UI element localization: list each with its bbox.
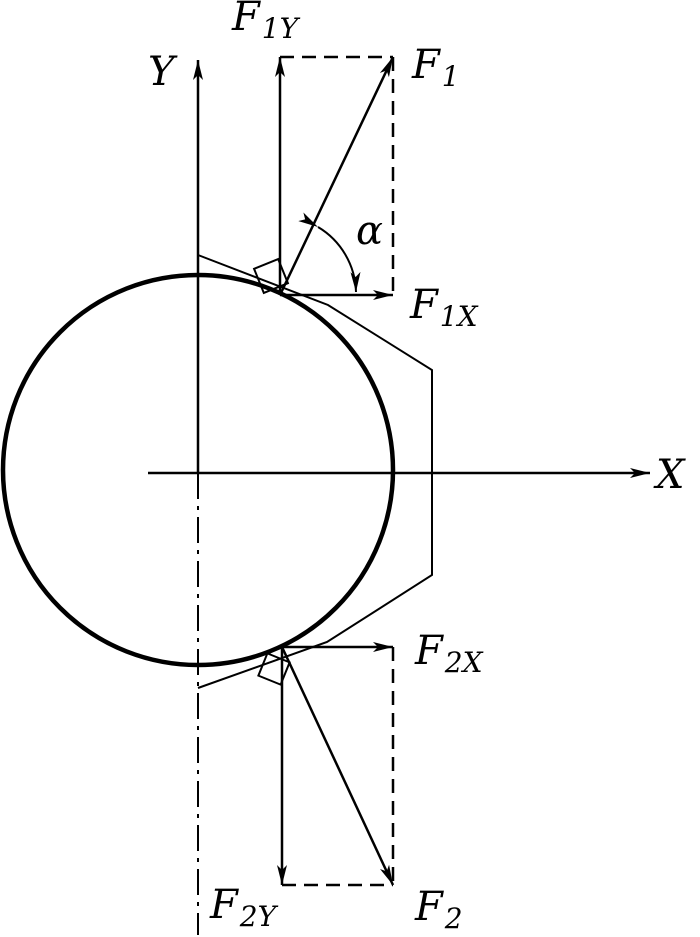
label-f1x-sub: 1X — [440, 300, 479, 333]
label-f2x-main: F — [414, 628, 444, 674]
label-f1-main: F — [411, 42, 441, 88]
label-f2x-sub: 2X — [444, 646, 484, 679]
workpiece-circle — [0, 272, 396, 668]
label-f2y-sub: 2Y — [239, 900, 279, 933]
right-angle-mark-2 — [257, 652, 291, 686]
label-f1x-main: F — [409, 282, 439, 328]
force-2-arrow — [280, 646, 395, 886]
label-f2y-main: F — [209, 882, 239, 928]
tool-profile — [197, 254, 433, 689]
axis-y-label: Y — [148, 49, 178, 95]
label-f2: F2 — [414, 884, 463, 935]
axis-x-label: X — [653, 452, 686, 498]
label-f1x: F1X — [409, 282, 479, 333]
label-f1y: F1Y — [231, 0, 301, 45]
angle-arc — [298, 212, 361, 293]
force-1-arrow — [278, 56, 395, 296]
right-angle-mark-1 — [252, 257, 290, 295]
label-f1: F1 — [411, 42, 460, 93]
label-f1y-sub: 1Y — [262, 12, 301, 45]
label-f2-main: F — [414, 884, 444, 930]
label-f2-sub: 2 — [444, 902, 463, 935]
label-f1-sub: 1 — [442, 60, 460, 93]
label-f1y-main: F — [231, 0, 261, 40]
label-f2y: F2Y — [209, 882, 279, 933]
label-alpha: α — [356, 208, 383, 254]
label-f2x: F2X — [414, 628, 484, 679]
